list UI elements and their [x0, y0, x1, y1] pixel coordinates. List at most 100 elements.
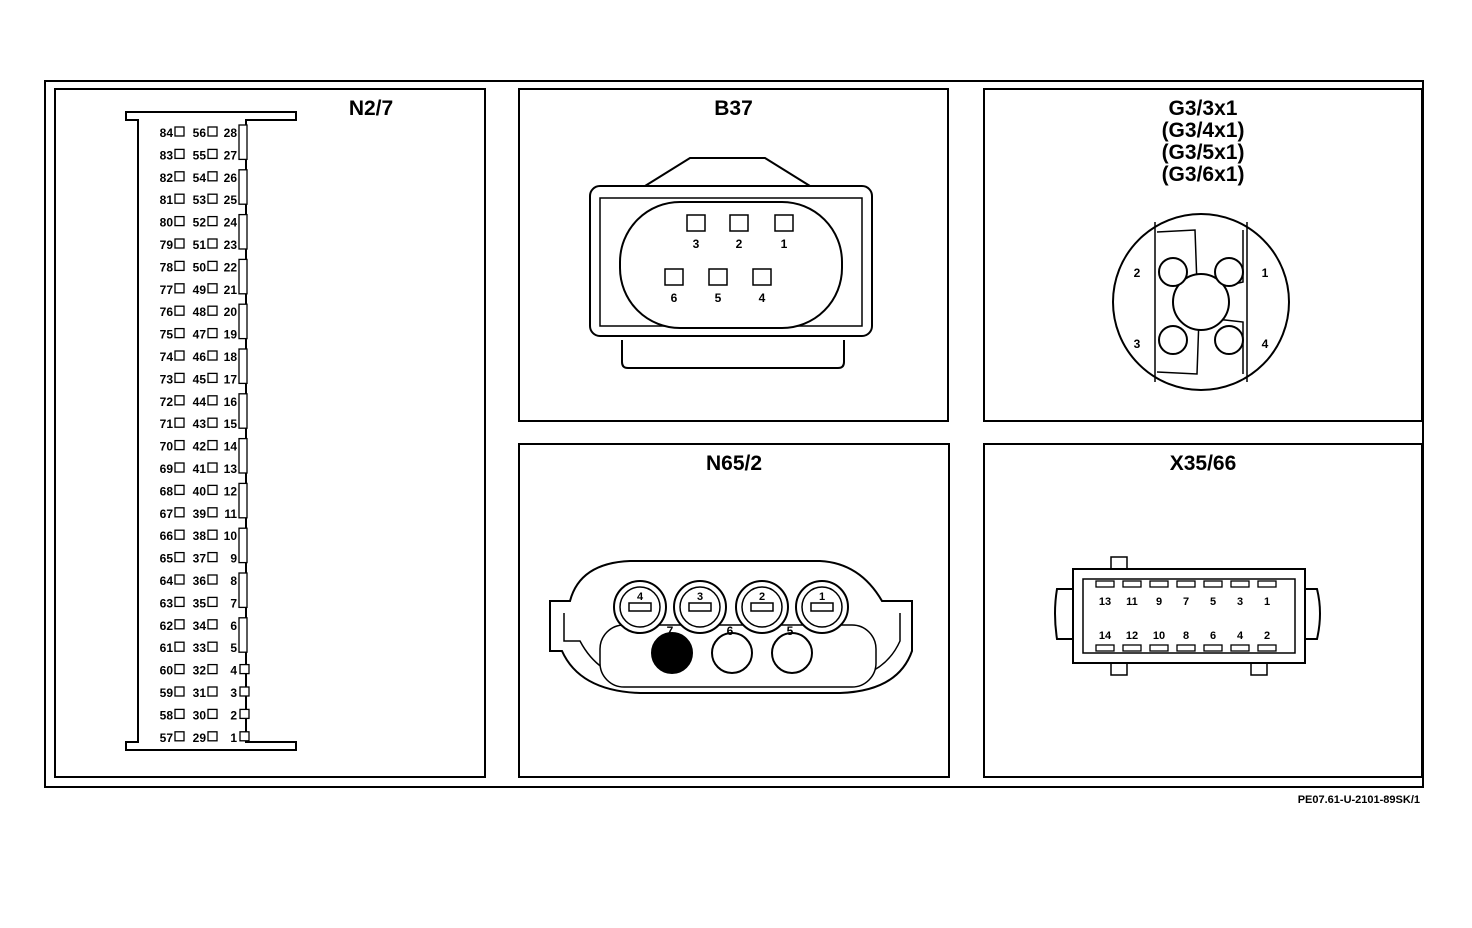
pin-label: 10 [224, 529, 238, 543]
pin-cavity [207, 260, 218, 272]
pin-label: 66 [160, 529, 174, 543]
pin-label: 25 [224, 193, 238, 207]
pin-label: 78 [160, 260, 174, 274]
pin-label: 58 [160, 708, 174, 722]
pin-label: 7 [1183, 596, 1189, 608]
pin-label: 23 [224, 238, 238, 252]
pin-cavity [207, 529, 218, 540]
pin-cavity [174, 417, 185, 428]
pin-label: 49 [193, 283, 207, 297]
pin-cavity [1257, 644, 1277, 652]
pin-label: 17 [224, 372, 238, 386]
pin-label: 11 [1126, 596, 1138, 608]
pin-cavity [207, 663, 218, 675]
pin-label: 2 [1134, 266, 1141, 280]
pin-cavity [207, 350, 218, 361]
pin-contact [1214, 325, 1244, 355]
pin-label: 40 [193, 484, 207, 498]
pin-cavity [174, 305, 185, 316]
pin-blade [750, 602, 774, 612]
pin-cavity-pair [238, 482, 248, 519]
pin-label: 5 [230, 641, 237, 655]
pin-label: 9 [230, 552, 237, 566]
pin-label: 74 [160, 350, 174, 364]
pin-label: 37 [193, 552, 207, 566]
pin-cavity [207, 395, 218, 406]
pin-cavity [207, 462, 218, 473]
pin-label: 43 [193, 417, 207, 431]
pin-label: 15 [224, 417, 238, 431]
pin-label: 69 [160, 462, 174, 476]
pin-label: 1 [1262, 266, 1269, 280]
pin-label: 55 [193, 148, 207, 162]
pin-cavity [174, 215, 185, 227]
pin-cavity [207, 708, 218, 720]
pin-label: 72 [160, 395, 174, 409]
pin-cavity [708, 268, 728, 286]
pin-cavity [239, 708, 250, 720]
pin-label: 68 [160, 484, 174, 498]
pin-label: 60 [160, 664, 174, 678]
pin-label: 4 [230, 664, 237, 678]
pin-label: 11 [224, 507, 237, 521]
pin-label: 1 [819, 591, 825, 603]
pin-label: 4 [637, 591, 644, 603]
pin-label: 13 [1099, 596, 1111, 608]
pin-cavity [207, 574, 218, 585]
pin-cavity [207, 641, 218, 652]
pin-cavity [752, 268, 772, 286]
pin-label: 2 [1264, 630, 1270, 642]
pin-cavity [174, 462, 185, 473]
pin-cavity [174, 260, 185, 272]
pin-label: 30 [193, 708, 207, 722]
pin-label: 3 [230, 686, 237, 700]
pin-cavity [174, 619, 185, 630]
pin-label: 5 [715, 291, 722, 305]
pin-cavity [664, 268, 684, 286]
pin-cavity [207, 372, 218, 384]
pin-cavity [686, 214, 706, 232]
pin-label: 6 [727, 624, 734, 638]
pin-contact [1158, 325, 1188, 355]
pin-cavity [207, 417, 218, 428]
pin-cavity-pair [238, 527, 248, 564]
pin-label: 63 [160, 596, 174, 610]
pin-contact [1158, 257, 1188, 287]
pin-label: 81 [160, 193, 174, 207]
pin-cavity [207, 484, 218, 496]
pin-cavity [239, 663, 250, 675]
b37-base [621, 340, 845, 369]
pin-label: 33 [193, 641, 207, 655]
pin-label: 73 [160, 372, 174, 386]
pin-label: 44 [193, 395, 207, 409]
pin-label: 64 [160, 574, 174, 588]
pin-cavity [207, 283, 218, 294]
diagram-frame [44, 80, 1424, 788]
pin-cavity [1176, 644, 1196, 652]
pin-cavity [239, 731, 250, 742]
pin-label: 27 [224, 148, 238, 162]
drawing-reference: PE07.61-U-2101-89SK/1 [1297, 794, 1420, 806]
pin-label: 61 [160, 641, 174, 655]
pin-cavity [174, 686, 185, 697]
pin-label: 36 [193, 574, 207, 588]
pin-cavity-pair [238, 258, 248, 295]
pin-cavity [174, 238, 185, 249]
pin-cavity [174, 350, 185, 361]
pin-label: 83 [160, 148, 174, 162]
pin-label: 31 [193, 686, 207, 700]
pin-cavity [239, 686, 250, 697]
pin-label: 29 [193, 731, 207, 745]
b37-pin-face [619, 201, 843, 329]
pin-cavity [1230, 644, 1250, 652]
pin-label: 77 [160, 283, 174, 297]
pin-label: 3 [697, 591, 703, 603]
pin-cavity-pair [238, 393, 248, 429]
pin-label: 19 [224, 328, 238, 342]
pin-label: 2 [736, 237, 743, 251]
pin-plugged [651, 632, 693, 674]
pin-label: 12 [224, 484, 238, 498]
pin-cavity [207, 596, 218, 608]
pin-cavity [207, 238, 218, 249]
